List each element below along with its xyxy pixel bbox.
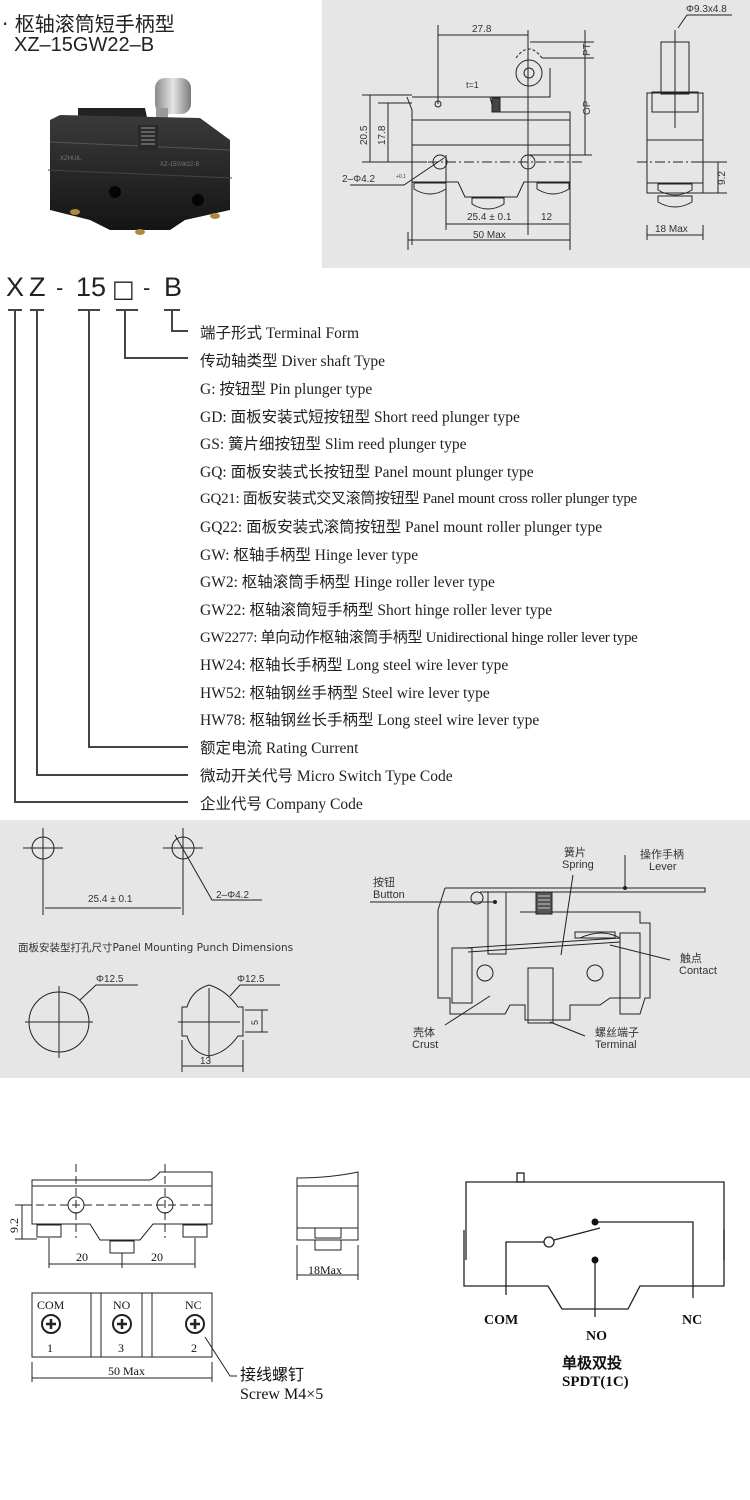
schematic-com: COM bbox=[484, 1313, 518, 1328]
key-width-label: 13 bbox=[200, 1056, 212, 1067]
dim-50max-terminal: 50 Max bbox=[108, 1364, 145, 1378]
code-char-dash1: - bbox=[56, 275, 64, 300]
legend-terminal-form: 端子形式 Terminal Form bbox=[200, 325, 360, 342]
round-hole-label: Φ12.5 bbox=[96, 974, 124, 985]
legend-gq: GQ: 面板安装式长按钮型 Panel mount plunger type bbox=[200, 464, 534, 481]
dim-50-max: 50 Max bbox=[473, 230, 506, 241]
legend-gw2277: GW2277: 单向动作枢轴滚筒手柄型 Unidirectional hinge… bbox=[200, 630, 638, 646]
legend-company-code: 企业代号 Company Code bbox=[200, 796, 363, 813]
key-height-label: 5 bbox=[250, 1020, 260, 1025]
product-model: XZ–15GW22–B bbox=[14, 34, 155, 56]
roller bbox=[155, 78, 191, 114]
dim-20-5: 20.5 bbox=[359, 125, 370, 145]
terminal-drawing: 9.2 20 20 18Max COM NO NC 1 3 2 50 Max 接… bbox=[7, 1164, 359, 1403]
com-contact bbox=[543, 1236, 555, 1248]
legend-gq21: GQ21: 面板安装式交叉滚筒按钮型 Panel mount cross rol… bbox=[200, 491, 637, 507]
terminal-label-en: Terminal bbox=[595, 1039, 637, 1051]
panel-mount-section: 25.4 ± 0.1 2–Φ4.2 面板安装型打孔尺寸Panel Mountin… bbox=[0, 820, 750, 1078]
schematic-no: NO bbox=[586, 1329, 607, 1344]
dimension-drawing-panel: 27.8 PT OP Φ9.3x4.8 t=1 20.5 17.8 2–Φ4.2… bbox=[322, 0, 750, 268]
legend-hw52: HW52: 枢轴钢丝手柄型 Steel wire lever type bbox=[200, 685, 490, 702]
screw-nc bbox=[185, 1314, 205, 1334]
legend-gs: GS: 簧片细按钮型 Slim reed plunger type bbox=[200, 436, 467, 453]
dim-pitch: 25.4 ± 0.1 bbox=[467, 212, 512, 223]
screw-label-cn: 接线螺钉 bbox=[240, 1365, 304, 1384]
dim-27-8: 27.8 bbox=[472, 24, 492, 35]
dim-12: 12 bbox=[541, 212, 553, 223]
crust-label-en: Crust bbox=[412, 1039, 438, 1051]
pitch-label: 25.4 ± 0.1 bbox=[88, 894, 133, 905]
legend-gw2: GW2: 枢轴滚筒手柄型 Hinge roller lever type bbox=[200, 574, 495, 591]
cross-section-drawing: 按钮 Button 簧片 Spring 操作手柄 Lever 触点 Contac… bbox=[370, 845, 717, 1051]
dim-roller: Φ9.3x4.8 bbox=[686, 4, 727, 15]
crust-label-cn: 壳体 bbox=[413, 1025, 435, 1039]
product-photo: XZHUIL XZ-15GW22-B bbox=[47, 78, 233, 235]
legend-type-code: 微动开关代号 Micro Switch Type Code bbox=[200, 768, 453, 785]
legend-rating-current: 额定电流 Rating Current bbox=[200, 740, 359, 757]
button-label-en: Button bbox=[373, 889, 405, 901]
legend-gw22: GW22: 枢轴滚筒短手柄型 Short hinge roller lever … bbox=[200, 602, 553, 619]
terminal-label-cn: 螺丝端子 bbox=[595, 1026, 639, 1039]
dim-9-2: 9.2 bbox=[717, 171, 728, 185]
lever-label-en: Lever bbox=[649, 861, 677, 873]
dim-holes-tol: +0.1 bbox=[396, 174, 406, 180]
dimension-drawing: 27.8 PT OP Φ9.3x4.8 t=1 20.5 17.8 2–Φ4.2… bbox=[342, 4, 732, 250]
contact-label-cn: 触点 bbox=[680, 951, 702, 965]
legend-hw24: HW24: 枢轴长手柄型 Long steel wire lever type bbox=[200, 657, 509, 674]
contact-label-en: Contact bbox=[679, 965, 717, 977]
code-char-dash2: - bbox=[143, 275, 151, 300]
legend-g: G: 按钮型 Pin plunger type bbox=[200, 381, 373, 398]
terminal-com-label: COM bbox=[37, 1298, 65, 1312]
dim-20-left: 20 bbox=[76, 1250, 88, 1264]
code-char-x: X bbox=[6, 272, 25, 302]
dim-18max-terminal: 18Max bbox=[308, 1263, 342, 1277]
legend-gw: GW: 枢轴手柄型 Hinge lever type bbox=[200, 547, 419, 564]
code-char-15: 15 bbox=[76, 272, 107, 302]
holes-label: 2–Φ4.2 bbox=[216, 890, 249, 901]
product-header: · 枢轴滚筒短手柄型 XZ–15GW22–B XZHUIL XZ bbox=[0, 0, 322, 268]
no-contact bbox=[591, 1256, 599, 1264]
keyed-hole-label: Φ12.5 bbox=[237, 974, 265, 985]
terminal-nc-number: 2 bbox=[191, 1341, 197, 1355]
dim-holes: 2–Φ4.2 bbox=[342, 174, 375, 185]
legend-gq22: GQ22: 面板安装式滚筒按钮型 Panel mount roller plun… bbox=[200, 519, 603, 536]
lever-label-cn: 操作手柄 bbox=[640, 847, 684, 861]
schematic-nc: NC bbox=[682, 1313, 702, 1328]
dim-20-right: 20 bbox=[151, 1250, 163, 1264]
product-title-cn: · 枢轴滚筒短手柄型 bbox=[2, 12, 175, 36]
schematic-title-en: SPDT(1C) bbox=[562, 1374, 629, 1390]
legend-hw78: HW78: 枢轴钢丝长手柄型 Long steel wire lever typ… bbox=[200, 712, 540, 729]
legend-diver-shaft: 传动轴类型 Diver shaft Type bbox=[200, 353, 386, 370]
dim-pt: PT bbox=[582, 43, 593, 56]
terminal-com-number: 1 bbox=[47, 1341, 53, 1355]
legend-gd: GD: 面板安装式短按钮型 Short reed plunger type bbox=[200, 409, 520, 426]
code-char-b: B bbox=[164, 272, 183, 302]
screw-com bbox=[41, 1314, 61, 1334]
spdt-schematic: COM NO NC 单极双投 SPDT(1C) bbox=[463, 1172, 725, 1390]
nc-contact bbox=[591, 1218, 599, 1226]
svg-text:XZHUIL: XZHUIL bbox=[60, 156, 82, 162]
code-char-box: □ bbox=[112, 275, 135, 303]
dim-9-2-terminal: 9.2 bbox=[7, 1218, 21, 1233]
terminal-no-number: 3 bbox=[118, 1341, 124, 1355]
dim-18-max: 18 Max bbox=[655, 224, 688, 235]
dim-17-8: 17.8 bbox=[377, 125, 388, 145]
screw-label-en: Screw M4×5 bbox=[240, 1386, 323, 1403]
screw-no bbox=[112, 1314, 132, 1334]
terminal-no-label: NO bbox=[113, 1298, 131, 1312]
code-char-z: Z bbox=[29, 272, 46, 302]
dim-t1: t=1 bbox=[466, 80, 479, 90]
panel-mount-drawing: 25.4 ± 0.1 2–Φ4.2 面板安装型打孔尺寸Panel Mountin… bbox=[18, 828, 293, 1072]
terminal-section: 9.2 20 20 18Max COM NO NC 1 3 2 50 Max 接… bbox=[0, 1150, 750, 1410]
panel-mounting-title: 面板安装型打孔尺寸Panel Mounting Punch Dimensions bbox=[18, 941, 293, 954]
terminal-nc-label: NC bbox=[185, 1298, 202, 1312]
schematic-title-cn: 单极双投 bbox=[562, 1354, 622, 1372]
svg-text:XZ-15GW22-B: XZ-15GW22-B bbox=[160, 162, 199, 168]
button-label-cn: 按钮 bbox=[373, 875, 395, 889]
spring-label-en: Spring bbox=[562, 859, 594, 871]
model-code-tree-lines bbox=[8, 309, 188, 803]
spring-label-cn: 簧片 bbox=[564, 845, 586, 859]
dim-op: OP bbox=[582, 100, 593, 115]
